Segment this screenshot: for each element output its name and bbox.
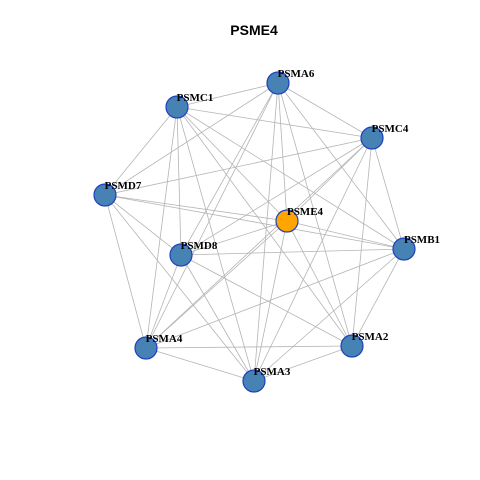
edge-psma6-psmb1 [277,82,405,250]
edge-psmc1-psmd7 [104,106,178,196]
edge-psma6-psma4 [145,82,279,349]
edge-psmc1-psmc4 [176,106,373,139]
edge-psma4-psma2 [145,345,353,349]
edge-psmc4-psma3 [253,137,373,382]
node-psma6[interactable] [266,71,290,95]
edge-psme4-psmb1 [286,220,405,250]
node-label-psmb1: PSMB1 [404,234,440,246]
node-label-psmc4: PSMC4 [372,123,409,135]
node-psma3[interactable] [242,369,266,393]
labels-layer: PSMA6PSMC1PSMC4PSMD7PSME4PSMB1PSMD8PSMA4… [105,68,440,378]
edge-psmb1-psma3 [253,248,405,382]
edge-psma6-psmc1 [176,82,279,108]
edge-psmc1-psme4 [176,106,288,222]
edge-psmc1-psma4 [145,106,178,349]
edge-psma2-psma3 [253,345,353,382]
edge-psma6-psmd7 [104,82,279,196]
node-label-psmc1: PSMC1 [177,92,214,104]
edge-psme4-psma2 [286,220,353,347]
edge-psmc4-psmd8 [180,137,373,256]
node-psmc1[interactable] [165,95,189,119]
edge-psme4-psma3 [253,220,288,382]
edge-psmd8-psma4 [145,254,182,349]
edge-psmc4-psme4 [286,137,373,222]
edge-psme4-psma4 [145,220,288,349]
edge-psmb1-psmd8 [180,248,405,256]
node-label-psma6: PSMA6 [278,68,315,80]
edge-psmc4-psmd7 [104,137,373,196]
edge-psmd7-psmb1 [104,194,405,250]
node-label-psme4: PSME4 [287,206,324,218]
node-label-psmd7: PSMD7 [105,180,142,192]
node-psme4[interactable] [275,209,299,233]
edge-psmc4-psmb1 [371,137,405,250]
nodes-layer [93,71,416,393]
edges-layer [104,82,405,382]
edge-psmd7-psme4 [104,194,288,222]
diagram-title: PSME4 [230,22,278,38]
edge-psma6-psme4 [277,82,288,222]
edge-psmc1-psmb1 [176,106,405,250]
edge-psmd7-psmd8 [104,194,182,256]
edge-psmd7-psma3 [104,194,255,382]
edge-psmd8-psma2 [180,254,353,347]
edge-psmc1-psmd8 [176,106,182,256]
node-psmd8[interactable] [169,243,193,267]
edge-psma4-psma3 [145,347,255,382]
edge-psmd8-psma3 [180,254,255,382]
node-label-psma4: PSMA4 [146,333,183,345]
node-label-psmd8: PSMD8 [181,240,218,252]
node-psma2[interactable] [340,334,364,358]
edge-psmc4-psma2 [351,137,373,347]
edge-psmb1-psma4 [145,248,405,349]
edge-psma6-psmd8 [180,82,279,256]
node-label-psma3: PSMA3 [254,366,291,378]
node-psmb1[interactable] [392,237,416,261]
edge-psma6-psma3 [253,82,279,382]
edge-psmc4-psma4 [145,137,373,349]
edge-psma6-psma2 [277,82,353,347]
node-psma4[interactable] [134,336,158,360]
node-psmc4[interactable] [360,126,384,150]
node-psmd7[interactable] [93,183,117,207]
node-label-psma2: PSMA2 [352,331,389,343]
edge-psme4-psmd8 [180,220,288,256]
edge-psma6-psmc4 [277,82,373,139]
edge-psmb1-psma2 [351,248,405,347]
edge-psmd7-psma4 [104,194,147,349]
edge-psmc1-psma2 [176,106,353,347]
